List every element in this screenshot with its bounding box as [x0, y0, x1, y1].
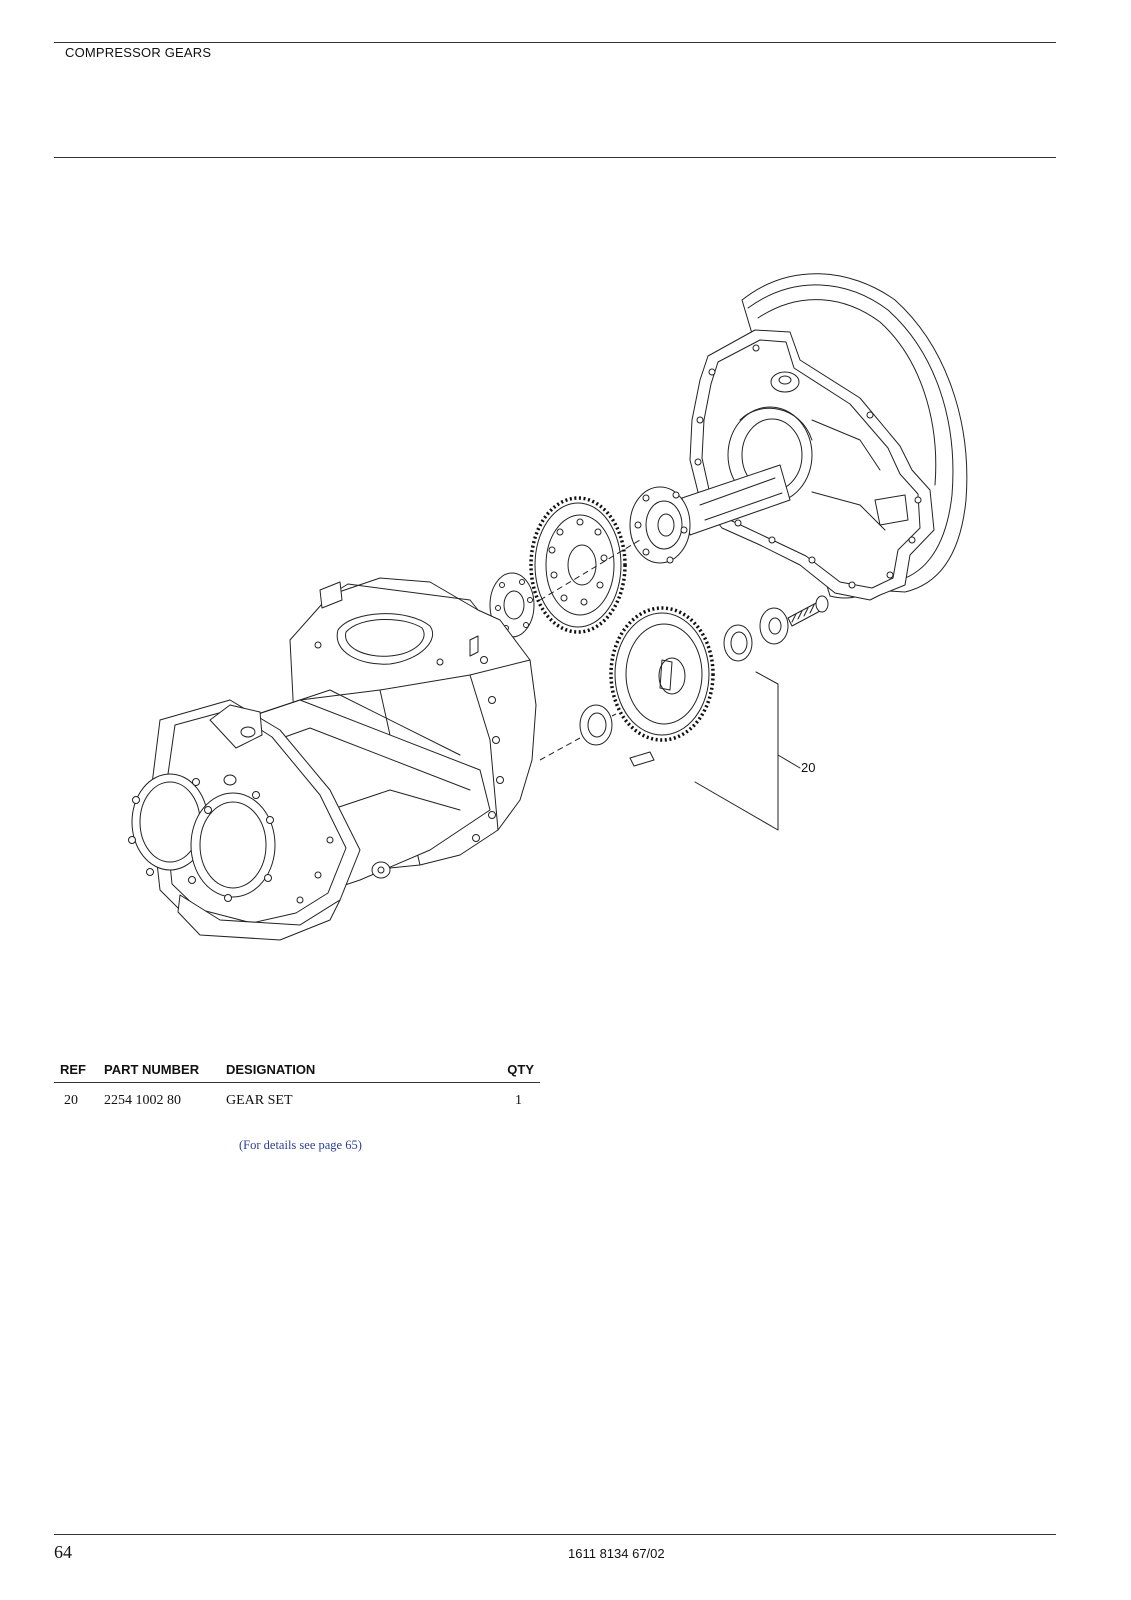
cell-designation: GEAR SET — [226, 1093, 293, 1108]
cell-qty: 1 — [515, 1093, 522, 1108]
column-header-ref: REF — [60, 1062, 86, 1077]
header-rule-bottom — [54, 157, 1056, 158]
pinion-gear — [609, 606, 715, 742]
document-number: 1611 8134 67/02 — [568, 1546, 665, 1561]
column-header-part-number: PART NUMBER — [104, 1062, 200, 1077]
details-page-link[interactable]: (For details see page 65) — [239, 1138, 362, 1152]
section-title: COMPRESSOR GEARS — [65, 45, 212, 60]
drive-shaft-hub — [629, 464, 791, 564]
compressor-element — [128, 577, 537, 941]
bearing-set — [579, 595, 829, 767]
figure-callout-20: 20 — [801, 760, 816, 775]
cell-ref: 20 — [64, 1093, 78, 1108]
column-header-designation: DESIGNATION — [226, 1062, 316, 1077]
parts-table: REF PART NUMBER DESIGNATION QTY 20 2254 … — [54, 1058, 540, 1152]
flywheel-housing — [689, 273, 968, 601]
cell-part-number: 2254 1002 80 — [104, 1093, 181, 1108]
large-drive-gear — [529, 496, 627, 634]
table-row: 20 2254 1002 80 GEAR SET 1 (For details … — [54, 1083, 540, 1152]
column-header-qty: QTY — [507, 1062, 534, 1077]
footer-rule — [54, 1534, 1056, 1535]
header-rule-top — [54, 42, 1056, 43]
parts-table-header: REF PART NUMBER DESIGNATION QTY — [54, 1058, 540, 1083]
page-number: 64 — [54, 1542, 72, 1562]
